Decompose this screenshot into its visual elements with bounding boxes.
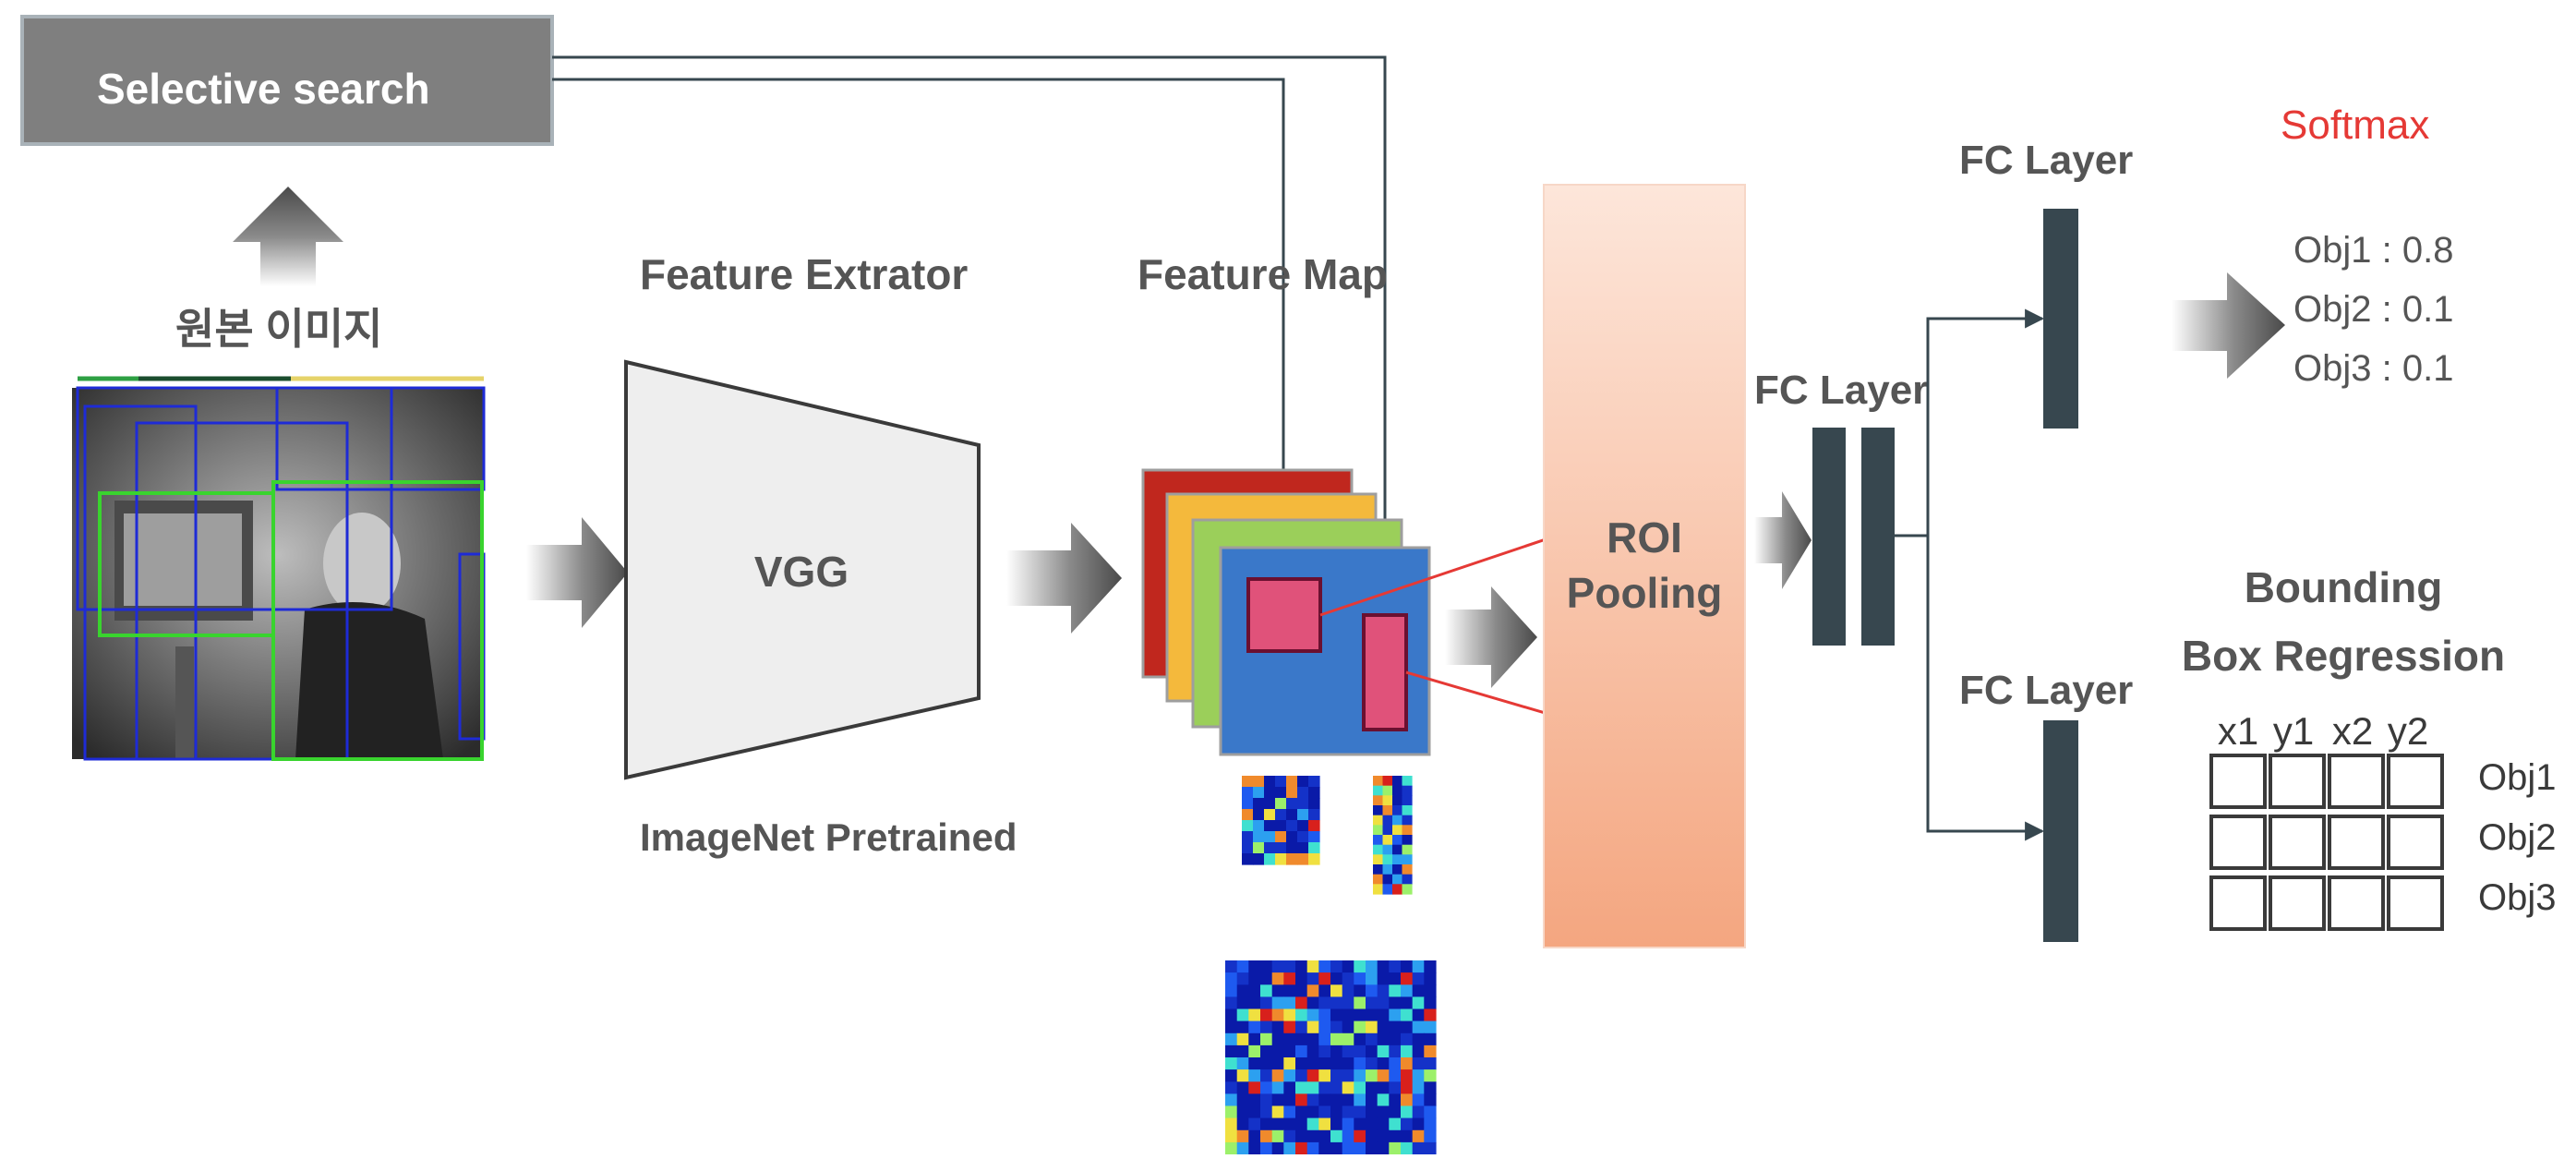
bbox-cell [2209, 754, 2267, 809]
heatmap [1242, 776, 1320, 865]
original-image-label: 원본 이미지 [175, 305, 382, 353]
arrow-to-softmax-icon [2172, 272, 2285, 379]
bbox-column-header: y1 [2273, 709, 2314, 753]
softmax-row: Obj2 : 0.1 [2293, 289, 2453, 330]
bbox-cell [2387, 815, 2444, 870]
selective-search-label: Selective search [97, 65, 430, 113]
bbox-cell [2209, 815, 2267, 870]
bbox-cell [2328, 875, 2385, 931]
arrow-to-feature-map-icon [1006, 523, 1122, 634]
vgg-trapezoid: VGG [624, 359, 981, 780]
bbox-row-labels: Obj1 Obj2 Obj3 [2478, 757, 2557, 918]
heatmap [1225, 960, 1437, 1155]
bbox-cell [2328, 815, 2385, 870]
fc-layer-cls [2043, 209, 2078, 429]
softmax-row: Obj1 : 0.8 [2293, 230, 2453, 271]
roi-box-1 [1246, 577, 1322, 653]
bbox-cell [2387, 754, 2444, 809]
bbox-column-header: x1 [2218, 709, 2258, 753]
up-arrow-icon [233, 187, 343, 286]
bbox-column-headers: x1 y1 x2 y2 [2218, 709, 2428, 753]
fc-layer-shared-label: FC Layer [1754, 368, 1928, 413]
arrow-to-fc-icon [1754, 491, 1812, 589]
feature-extractor-title: Feature Extrator [640, 250, 968, 298]
bbox-column-header: y2 [2388, 709, 2428, 753]
fc-layer-shared [1812, 428, 1895, 646]
fc-layer-reg-label: FC Layer [1959, 668, 2133, 713]
fc-layer-reg [2043, 720, 2078, 942]
roi-box-2 [1362, 613, 1408, 731]
feature-map-stack [1141, 468, 1431, 756]
roi-pooling-panel: ROI Pooling [1543, 184, 1746, 948]
fc-branch-connectors [1895, 308, 2045, 841]
bbox-cell [2387, 875, 2444, 931]
bbox-row-label: Obj2 [2478, 817, 2557, 858]
bbox-title-line2: Box Regression [2182, 632, 2505, 680]
selective-search-box: Selective search [20, 15, 554, 146]
bbox-column-header: x2 [2332, 709, 2373, 753]
bbox-row-label: Obj3 [2478, 877, 2557, 918]
bbox-title-line1: Bounding [2245, 563, 2443, 611]
roi-pooling-line2: Pooling [1567, 569, 1723, 617]
softmax-title: Softmax [2281, 103, 2429, 148]
feature-map-title: Feature Map [1138, 250, 1388, 298]
softmax-scores: Obj1 : 0.8 Obj2 : 0.1 Obj3 : 0.1 [2293, 230, 2453, 389]
heatmap-group [1225, 776, 1437, 1155]
heatmap [1373, 776, 1413, 895]
arrow-to-vgg-icon [526, 517, 628, 628]
roi-pooling-line1: ROI [1607, 513, 1682, 561]
vgg-label: VGG [754, 548, 849, 596]
softmax-row: Obj3 : 0.1 [2293, 348, 2453, 389]
selective-search-connectors [552, 55, 1395, 616]
bbox-cell [2328, 754, 2385, 809]
pretrained-label: ImageNet Pretrained [640, 815, 1017, 859]
bbox-cell [2269, 875, 2326, 931]
bbox-grid [2209, 754, 2444, 931]
bbox-cell [2269, 815, 2326, 870]
bbox-row-label: Obj1 [2478, 757, 2557, 798]
bbox-cell [2269, 754, 2326, 809]
bbox-cell [2209, 875, 2267, 931]
arrow-to-roi-icon [1445, 586, 1537, 688]
original-image [72, 376, 486, 761]
fc-layer-cls-label: FC Layer [1959, 138, 2133, 183]
